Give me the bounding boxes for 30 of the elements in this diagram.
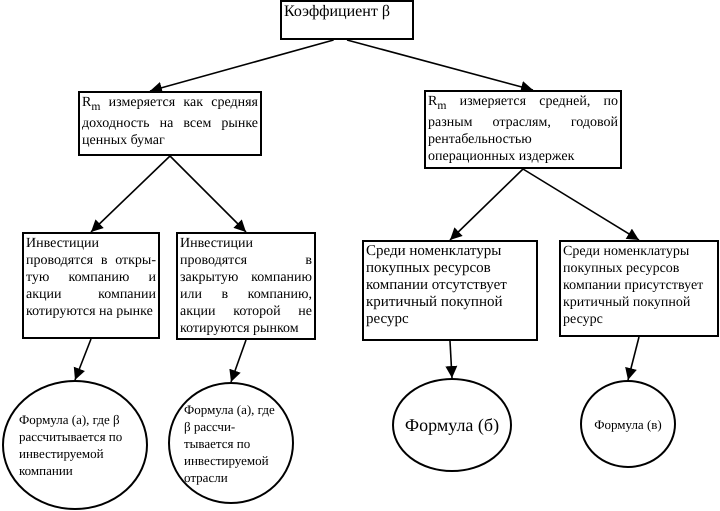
root-box	[280, 0, 414, 40]
condition-box	[78, 91, 262, 156]
condition-box	[362, 240, 538, 341]
formula-ellipse	[580, 380, 676, 468]
node-text: Коэффициент β	[284, 3, 391, 20]
arrow	[346, 39, 534, 93]
formula-ellipse	[2, 380, 148, 510]
condition-box	[559, 240, 719, 337]
arrow	[169, 155, 247, 233]
node-text: Среди номенклатуры покупных ресурсов компании отсутствует критичный покупной ресурс	[366, 243, 508, 328]
node-text: Среди номенклатуры покупных ресурсов компании присутствует критичный покупной ресурс	[563, 243, 704, 328]
arrow	[449, 168, 524, 241]
arrow	[445, 340, 458, 378]
formula-ellipse	[168, 382, 294, 504]
node-text: Формула (б)	[404, 416, 500, 434]
formula-ellipse	[392, 378, 512, 472]
arrow	[625, 336, 640, 380]
node-text: Формула (в)	[593, 416, 663, 432]
arrow	[522, 168, 640, 241]
arrow	[90, 155, 171, 233]
node-text: R$_{m}$ измеряется средней, по разным отраслям, годовой рентабельностью операционных издержек	[428, 93, 618, 165]
node-text: Формула (а), где β рассчи-тывается по инвестируемой отрасли	[184, 400, 276, 486]
arrow	[74, 338, 92, 380]
node-text: Инвестиции проводятся в закрытую компанию или в компанию, акции которой не котируются рынком	[180, 235, 312, 337]
arrow	[229, 340, 247, 382]
node-text: R$_{m}$ измеряется как средняя доходность на всем рынке ценных бумаг	[82, 94, 258, 149]
node-text: Инвестиции проводятся в откры-тую компанию и акции компании котируются на рынке	[26, 235, 156, 320]
node-text: Формула (а), где β рассчитывается по инвестируемой компании	[19, 411, 124, 479]
arrow	[150, 39, 334, 94]
condition-box	[22, 232, 160, 339]
